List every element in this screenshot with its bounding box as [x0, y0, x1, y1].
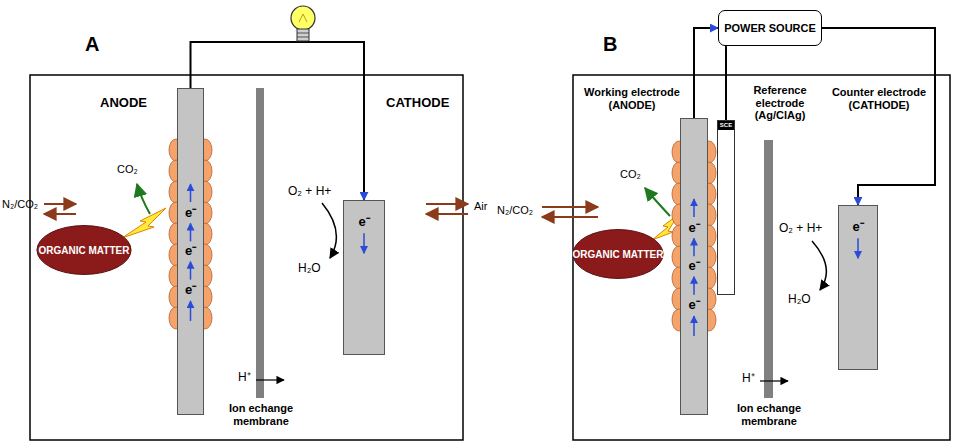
reference-electrode: SCE: [717, 120, 735, 295]
gas-arrows: [44, 204, 598, 217]
electrode-fill: [343, 200, 385, 355]
cell-tank: [573, 75, 950, 440]
node-text: e⁻: [852, 220, 863, 234]
membrane-label: Ion echange membrane: [215, 402, 307, 427]
node-text: e⁻: [358, 215, 369, 229]
anode-electrode: e⁻ e⁻ e⁻: [177, 88, 204, 415]
node-text: e⁻: [688, 298, 699, 312]
proton-arrow: [760, 380, 788, 381]
membrane-label: Ion echange membrane: [723, 402, 815, 427]
cathode-electrode: e⁻: [343, 200, 385, 355]
co2-arrow: [645, 188, 670, 216]
gas-label: Air: [474, 200, 487, 213]
reaction-label: H₂O: [788, 293, 811, 307]
node-text: SCE: [718, 121, 734, 130]
electrode-fill: [680, 118, 708, 415]
wire: [725, 46, 727, 120]
node-text: e⁻: [185, 206, 196, 220]
electron-flow-arrow: [363, 233, 365, 253]
membrane: [764, 140, 773, 398]
ion-label: H⁺: [238, 371, 251, 385]
electron-flow-arrow: [190, 301, 192, 321]
wire: [694, 28, 718, 118]
organic-matter: ORGANIC MATTER: [36, 224, 132, 276]
wire: [822, 28, 935, 205]
light-bulb: [291, 6, 315, 41]
ion-label: H⁺: [742, 372, 755, 386]
gas-label: CO₂: [117, 163, 138, 176]
node-text: ORGANIC MATTER: [39, 245, 130, 256]
reaction-arrow: [812, 241, 826, 290]
electron-flow-arrow: [693, 199, 695, 217]
electron-flow-arrow: [693, 316, 695, 336]
electrode-label: ANODE: [100, 96, 147, 111]
node-text: e⁻: [185, 244, 196, 258]
electrode-fill: [838, 205, 878, 370]
electron-flow-arrow: [190, 223, 192, 241]
gas-label: N₂/CO₂: [2, 198, 38, 211]
node-text: e⁻: [185, 283, 196, 297]
cathode-electrode: e⁻: [838, 205, 878, 370]
node-text: POWER SOURCE: [724, 22, 816, 34]
power-source: POWER SOURCE: [718, 10, 822, 46]
electrode-label: Reference electrode (Ag/ClAg): [740, 84, 820, 122]
electron-flow-arrow: [857, 238, 859, 258]
reaction-label: O₂ + H+: [779, 222, 822, 236]
reaction-arrow: [322, 203, 336, 258]
panel-letter: B: [603, 33, 617, 56]
wire: [191, 42, 365, 200]
organic-matter: ORGANIC MATTER: [572, 228, 664, 280]
electrode-fill: [177, 88, 204, 415]
membrane: [256, 88, 264, 398]
cell-tank: [30, 75, 463, 440]
node-text: ORGANIC MATTER: [573, 249, 664, 260]
electron-flow-arrow: [693, 238, 695, 256]
electrode-label: Counter electrode (CATHODE): [826, 86, 932, 111]
proton-arrow: [256, 379, 284, 380]
co2-arrow: [137, 184, 150, 214]
biofilm: [169, 139, 716, 331]
electron-flow-arrow: [190, 262, 192, 280]
gas-label: N₂/CO₂: [497, 204, 533, 217]
node-text: e⁻: [688, 259, 699, 273]
reaction-label: O₂ + H+: [288, 185, 331, 199]
lightning-bolt: [122, 208, 166, 238]
panel-letter: A: [85, 33, 99, 56]
electrode-label: Working electrode (ANODE): [578, 86, 686, 111]
electrode-label: CATHODE: [386, 96, 449, 111]
electron-flow-arrow: [190, 184, 192, 202]
gas-label: CO₂: [620, 168, 641, 181]
anode-electrode: e⁻ e⁻ e⁻: [680, 118, 708, 415]
electron-flow-arrow: [693, 277, 695, 295]
node-text: e⁻: [688, 221, 699, 235]
reaction-label: H₂O: [298, 262, 321, 276]
